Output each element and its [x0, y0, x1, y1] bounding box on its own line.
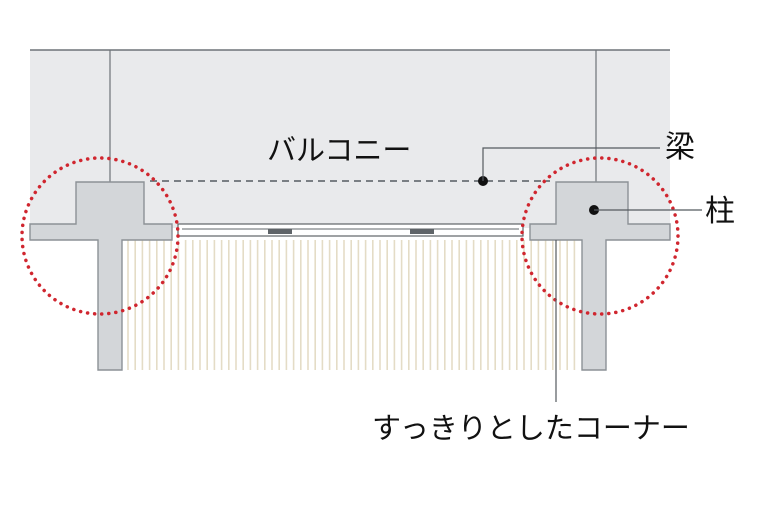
corner-label: すっきりとしたコーナー: [372, 411, 690, 445]
balcony-label: バルコニー: [267, 133, 411, 167]
window-frame: [177, 223, 524, 237]
left-beam-column-structure: [29, 181, 173, 371]
beam-leader-line: [482, 147, 660, 181]
beam-label: 梁: [665, 130, 695, 165]
right-beam-column-structure: [529, 181, 671, 371]
curtain-lines: [127, 240, 576, 370]
left-corner-highlight-circle: [20, 156, 180, 316]
right-corner-highlight-circle: [520, 156, 680, 316]
column-label: 柱: [705, 194, 735, 229]
